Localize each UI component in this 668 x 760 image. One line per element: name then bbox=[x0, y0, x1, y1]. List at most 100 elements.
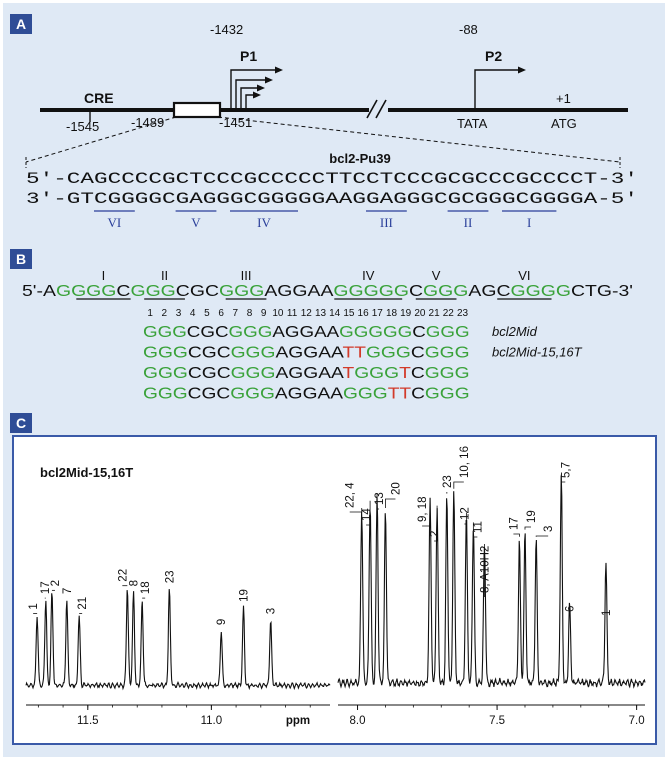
base-number: 5 bbox=[204, 308, 210, 319]
base: A bbox=[317, 386, 331, 403]
base: G bbox=[423, 283, 438, 300]
base: C bbox=[205, 283, 219, 300]
base: G bbox=[396, 345, 411, 362]
run-label: II bbox=[161, 268, 168, 283]
base: G bbox=[481, 283, 496, 300]
peak-label: 8, A10H2 bbox=[480, 546, 492, 593]
peak-label: 3 bbox=[266, 608, 278, 614]
base: G bbox=[202, 365, 217, 382]
promoter-map: CRE -1545 -1489 -1451 -1432 P1 -88 P2 +1… bbox=[25, 22, 628, 168]
base: G bbox=[303, 386, 318, 403]
base: G bbox=[303, 345, 318, 362]
base: A bbox=[330, 386, 344, 403]
base: C bbox=[412, 324, 426, 341]
base: A bbox=[327, 324, 340, 341]
run-label: VI bbox=[518, 268, 530, 283]
peak-leader bbox=[376, 493, 380, 510]
base: G bbox=[440, 324, 455, 341]
base: C bbox=[496, 283, 510, 300]
base: G bbox=[245, 386, 260, 403]
base: G bbox=[343, 386, 358, 403]
panel-b-letter: B bbox=[16, 251, 26, 267]
base-number: 23 bbox=[457, 308, 469, 319]
base: A bbox=[43, 283, 57, 300]
base: G bbox=[101, 283, 116, 300]
panel-c-badge bbox=[10, 413, 32, 433]
base: G bbox=[300, 324, 315, 341]
base: G bbox=[526, 283, 541, 300]
peak-label: 20 bbox=[390, 482, 402, 495]
base: G bbox=[455, 365, 470, 382]
base: C bbox=[116, 283, 130, 300]
panel-a-badge bbox=[10, 14, 32, 34]
base-number: 7 bbox=[233, 308, 239, 319]
panel-c-letter: C bbox=[16, 415, 26, 431]
base: G bbox=[453, 283, 468, 300]
base: G bbox=[438, 283, 453, 300]
base: G bbox=[288, 365, 303, 382]
panel-a-letter: A bbox=[16, 16, 26, 32]
base: G bbox=[230, 386, 245, 403]
p1-arrowhead-1 bbox=[275, 66, 283, 74]
base-number: 14 bbox=[329, 308, 341, 319]
base: G bbox=[190, 283, 205, 300]
base: G bbox=[260, 386, 275, 403]
base: A bbox=[468, 283, 482, 300]
p2-arrowhead bbox=[518, 66, 526, 74]
base: G bbox=[425, 365, 440, 382]
base-number: 19 bbox=[400, 308, 412, 319]
base: T bbox=[585, 283, 598, 300]
peak-leader bbox=[434, 505, 438, 542]
run-label: III bbox=[380, 215, 393, 230]
base-number: 22 bbox=[443, 308, 455, 319]
base: G bbox=[173, 345, 188, 362]
base: G bbox=[258, 324, 273, 341]
base-number: 4 bbox=[190, 308, 196, 319]
base: G bbox=[358, 386, 373, 403]
p2-label: P2 bbox=[485, 48, 502, 64]
base: G bbox=[354, 365, 369, 382]
base: T bbox=[399, 386, 411, 403]
base: 5 bbox=[22, 283, 33, 300]
base: G bbox=[455, 386, 470, 403]
peak-label: 10, 16 bbox=[459, 446, 471, 478]
peak-label: 1 bbox=[28, 603, 40, 609]
peak-leader bbox=[464, 512, 467, 525]
base: G bbox=[243, 324, 258, 341]
peak-leader bbox=[472, 522, 478, 538]
base: G bbox=[202, 345, 217, 362]
p1-arrowhead-2 bbox=[265, 76, 273, 84]
base: G bbox=[339, 324, 354, 341]
plus1-label: +1 bbox=[556, 91, 571, 106]
run-label: II bbox=[464, 215, 473, 230]
base: G bbox=[231, 345, 246, 362]
peak-label: 23 bbox=[442, 475, 454, 488]
base: G bbox=[261, 365, 276, 382]
base: A bbox=[314, 324, 327, 341]
peak-label: 5,7 bbox=[560, 462, 572, 478]
peak-leader bbox=[535, 535, 549, 537]
base: A bbox=[275, 365, 289, 382]
pos-1432: -1432 bbox=[210, 22, 243, 37]
peak-label: 21 bbox=[77, 597, 89, 610]
base: C bbox=[571, 283, 585, 300]
base-number: 18 bbox=[386, 308, 398, 319]
base: G bbox=[246, 365, 261, 382]
base: A bbox=[331, 365, 345, 382]
base: G bbox=[246, 345, 261, 362]
pu39-box bbox=[172, 101, 222, 119]
base: G bbox=[425, 386, 440, 403]
base-number: 16 bbox=[358, 308, 370, 319]
base: T bbox=[342, 345, 354, 362]
p1-arrow-2 bbox=[235, 79, 266, 110]
base: G bbox=[288, 386, 303, 403]
peak-label: 22, 4 bbox=[345, 482, 357, 508]
base: C bbox=[216, 386, 230, 403]
base-number: 12 bbox=[301, 308, 313, 319]
p1-arrow-1 bbox=[230, 69, 276, 110]
pu39-title: bcl2-Pu39 bbox=[329, 151, 390, 166]
